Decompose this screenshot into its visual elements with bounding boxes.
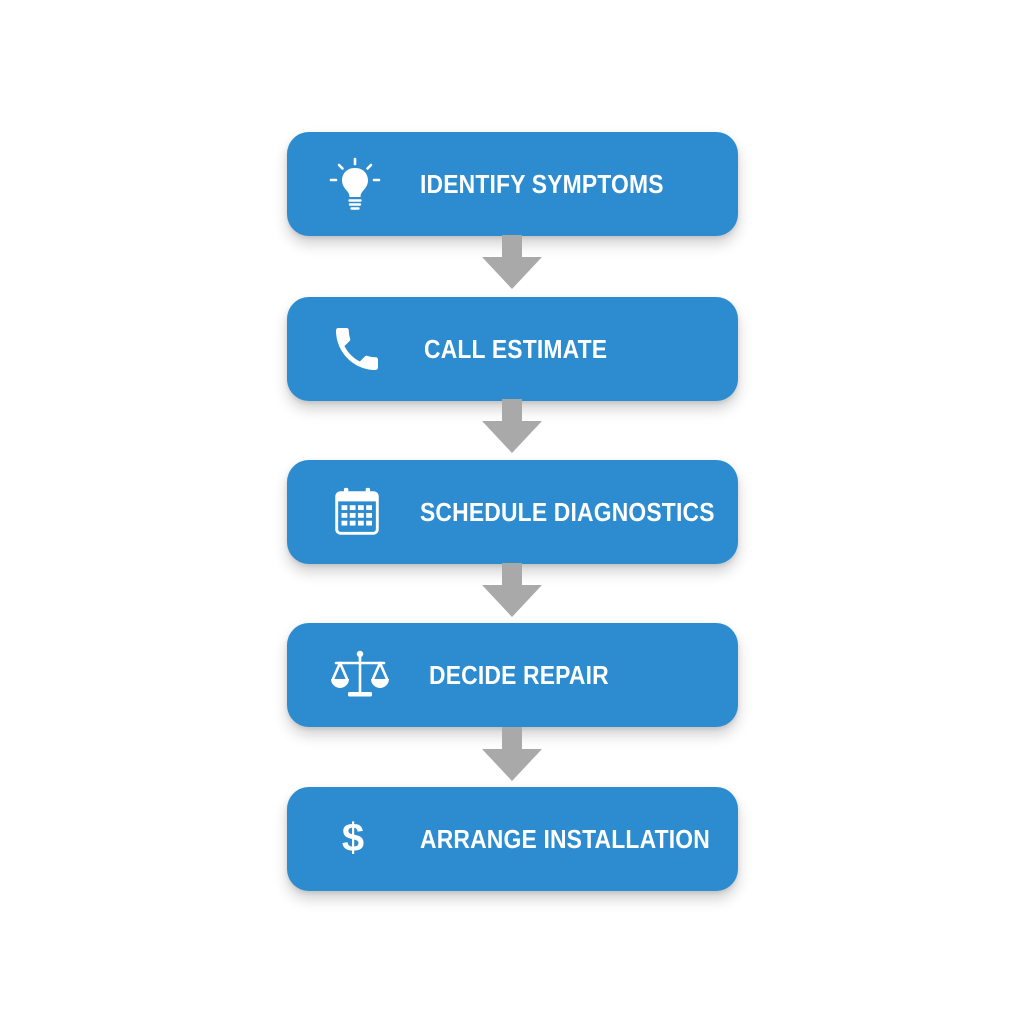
step-label: IDENTIFY SYMPTOMS	[420, 169, 664, 199]
arrow-down-icon	[482, 563, 542, 617]
arrow-down-icon	[482, 399, 542, 453]
step-decide-repair: DECIDE REPAIR	[287, 623, 738, 727]
svg-text:$: $	[342, 816, 364, 860]
scales-icon	[325, 623, 395, 727]
dollar-icon: $	[318, 787, 388, 891]
step-label: DECIDE REPAIR	[429, 660, 609, 690]
calendar-icon	[322, 460, 392, 564]
step-identify-symptoms: IDENTIFY SYMPTOMS	[287, 132, 738, 236]
lightbulb-icon	[320, 132, 390, 236]
arrow-down-icon	[482, 235, 542, 289]
step-label: SCHEDULE DIAGNOSTICS	[420, 497, 715, 527]
phone-icon	[322, 297, 392, 401]
step-label: ARRANGE INSTALLATION	[420, 824, 710, 854]
arrow-down-icon	[482, 727, 542, 781]
step-arrange-installation: $ ARRANGE INSTALLATION	[287, 787, 738, 891]
step-label: CALL ESTIMATE	[424, 334, 608, 364]
step-schedule-diagnostics: SCHEDULE DIAGNOSTICS	[287, 460, 738, 564]
step-call-estimate: CALL ESTIMATE	[287, 297, 738, 401]
